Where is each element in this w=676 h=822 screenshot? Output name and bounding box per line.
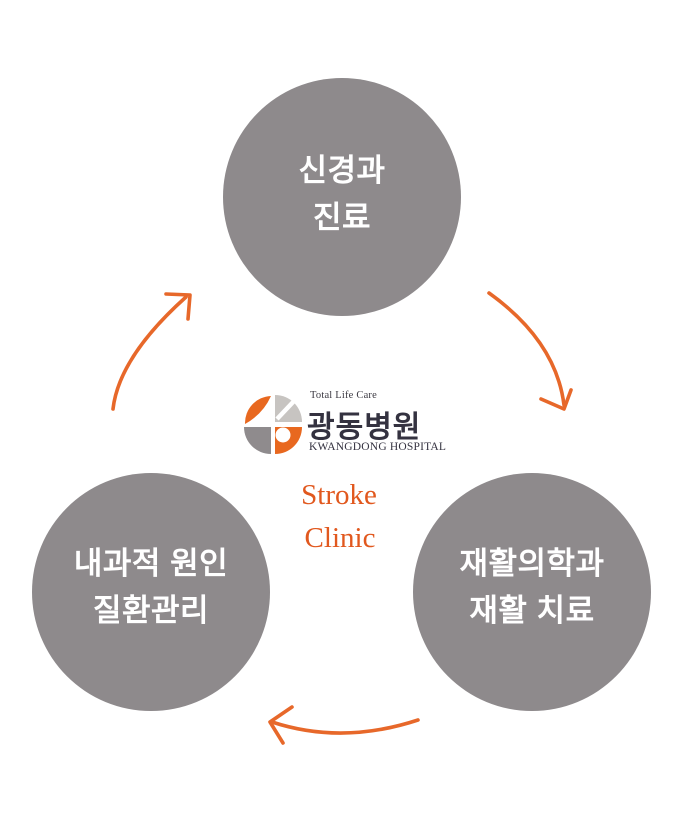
cycle-node-internal-medicine: 내과적 원인 질환관리 xyxy=(32,473,270,711)
cycle-node-label-line: 재활 치료 xyxy=(469,593,595,628)
clinic-title-line2: Clinic xyxy=(304,522,376,554)
arrow-up-right-icon xyxy=(111,292,192,411)
cycle-node-label-line: 재활의학과 xyxy=(459,546,605,581)
arrow-down-right-icon xyxy=(487,291,573,411)
cycle-node-neurology: 신경과 진료 xyxy=(223,78,461,316)
arrow-left-icon xyxy=(268,705,420,745)
cycle-node-label-line: 신경과 xyxy=(298,153,386,188)
cycle-node-rehabilitation: 재활의학과 재활 치료 xyxy=(413,473,651,711)
clinic-title-line1: Stroke xyxy=(301,479,377,511)
cycle-node-label-line: 내과적 원인 xyxy=(73,546,229,581)
kwangdong-hospital-logo-icon xyxy=(244,395,302,454)
cycle-node-label-line: 질환관리 xyxy=(92,593,210,628)
hospital-name-english: KWANGDONG HOSPITAL xyxy=(309,441,447,453)
logo-tagline: Total Life Care xyxy=(310,390,377,401)
cycle-node-label-line: 진료 xyxy=(312,200,372,235)
hospital-name-korean: 광동병원 xyxy=(307,411,422,444)
